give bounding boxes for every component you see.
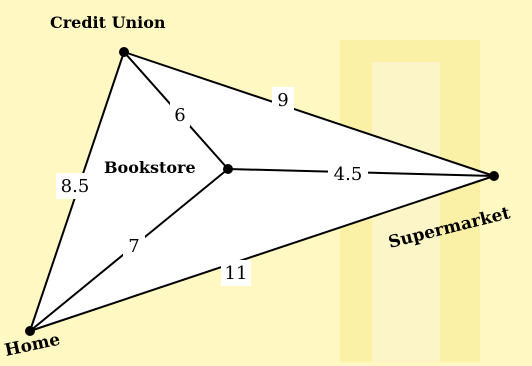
weight-bg-9 — [272, 87, 294, 113]
weight-bg-11 — [221, 260, 251, 286]
weight-bg-8-5 — [56, 173, 94, 199]
edge-weight-credit-union-home: 8.5 — [61, 176, 90, 197]
edge-weight-bookstore-supermarket: 4.5 — [334, 164, 363, 185]
weight-bg-7 — [123, 233, 145, 259]
edge-weight-credit-union-supermarket: 9 — [277, 90, 288, 111]
edge-weight-credit-union-bookstore: 6 — [174, 105, 185, 126]
edge-weight-bookstore-home: 7 — [128, 236, 139, 257]
label-bookstore: Bookstore — [104, 158, 196, 177]
weight-bg-4-5 — [328, 161, 368, 187]
node-bookstore — [223, 164, 233, 174]
graph-region — [30, 52, 494, 331]
edge-home-supermarket — [29, 175, 495, 332]
edge-weight-home-supermarket: 11 — [225, 263, 248, 284]
label-home: Home — [3, 330, 62, 361]
edge-credit-union-supermarket — [123, 51, 495, 177]
weight-bg-6 — [170, 101, 190, 127]
node-home — [25, 326, 35, 336]
node-credit-union — [119, 47, 129, 57]
label-credit-union: Credit Union — [50, 13, 166, 32]
node-supermarket — [489, 171, 499, 181]
